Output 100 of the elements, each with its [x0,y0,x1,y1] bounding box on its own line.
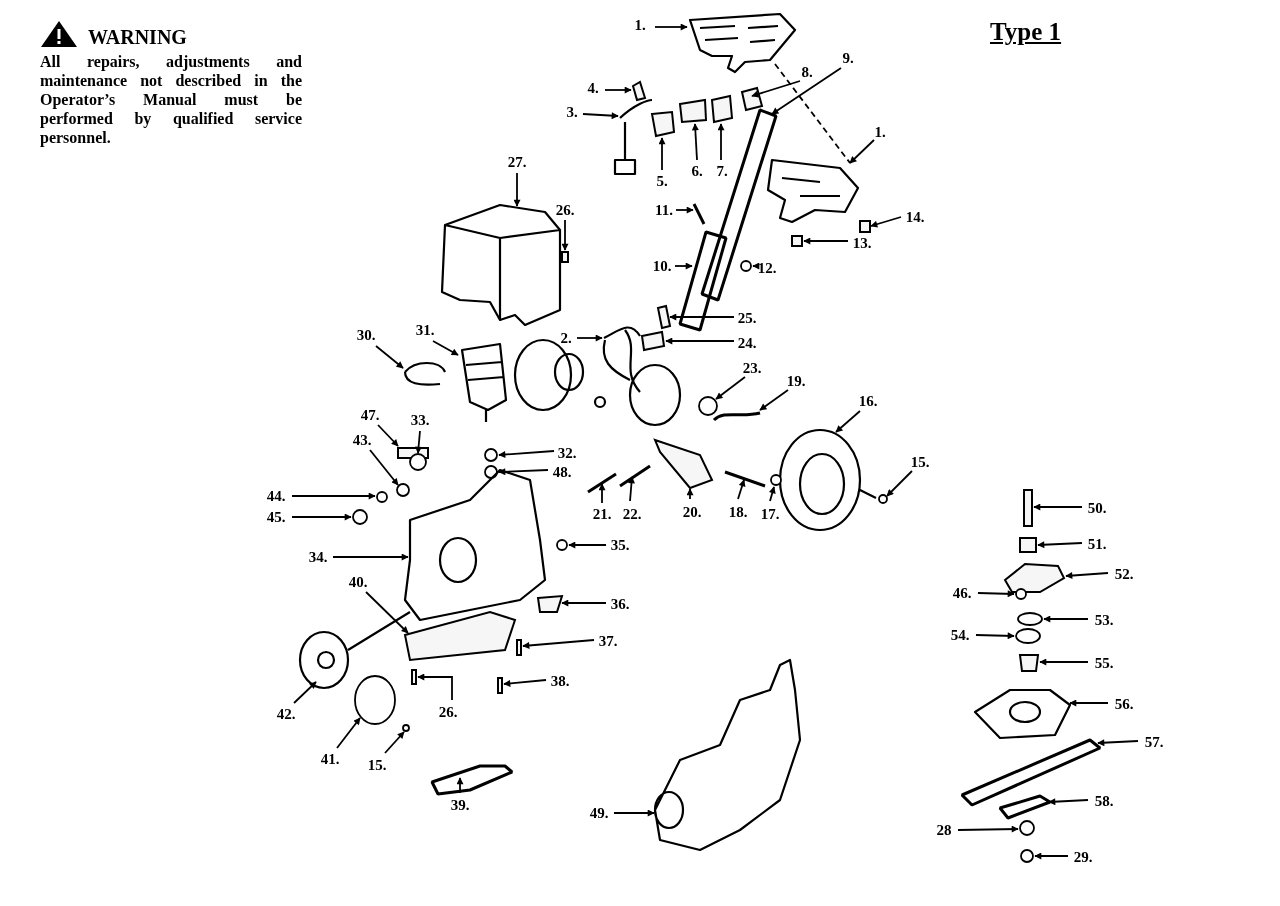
part-outline [1023,489,1033,527]
leader-line [759,389,789,411]
leader-line [613,809,655,817]
callout-number: 28 [936,822,952,838]
round-part-outline [878,494,888,504]
part-outline [411,669,417,685]
leader-line [717,123,725,161]
part-drawing [403,361,447,386]
callout-number: 35. [610,537,630,553]
round-part-outline [396,483,410,497]
callout-number: 1. [634,17,646,33]
callout-number: 22. [622,506,642,522]
leader-line [384,731,405,754]
leader-line [365,591,409,634]
leader-line [1039,658,1089,666]
callout-number: 11. [655,202,673,218]
leader-line [835,410,861,433]
leader-line [568,541,607,549]
callout-number: 5. [656,173,668,189]
callout-number: 26. [438,704,458,720]
part-outline [536,594,564,613]
leader-line [654,23,688,31]
part-outline [650,110,676,138]
leader-line [977,590,1015,598]
leader-line [561,219,569,251]
part-outline [678,98,708,124]
callout-number: 55. [1094,655,1114,671]
leader-line [957,825,1019,833]
callout-number: 12. [757,260,777,276]
leader-line [1034,852,1069,860]
leader-line [369,449,399,486]
callout-number: 2. [560,330,572,346]
part-outline [497,677,503,694]
callout-number: 26. [555,202,575,218]
callout-number: 57. [1144,734,1164,750]
callout-number: 39. [450,797,470,813]
round-part-outline [1020,849,1034,863]
leader-line [849,139,875,164]
leader-line [377,424,399,447]
leader-line [774,63,851,164]
part-outline [791,235,803,247]
callout-number: 3. [566,104,578,120]
leader-line [975,632,1015,640]
leader-line [658,137,666,171]
callout-number: 32. [557,445,577,461]
leader-line [1043,615,1089,623]
callout-number: 36. [610,596,630,612]
leader-line [1037,541,1083,549]
leader-line [582,112,619,120]
bar-part-outline [713,411,761,422]
callout-number: 13. [852,235,872,251]
bar-part-outline [587,472,617,494]
bar-part-outline [692,203,706,225]
leader-line [669,313,735,321]
callout-number: 54. [950,627,970,643]
round-part-outline [402,724,410,732]
callout-number: 7. [716,163,728,179]
bar-part-outline [700,108,778,302]
callout-number: 27. [507,154,527,170]
callout-number: 38. [550,673,570,689]
callout-number: 41. [320,751,340,767]
callout-number: 46. [952,585,972,601]
round-part-outline [376,491,388,503]
callout-number: 15. [910,454,930,470]
part-outline [1003,562,1066,593]
round-part-outline [1017,612,1043,626]
part-drawing [688,12,797,74]
callout-number: 44. [266,488,286,504]
leader-line [498,450,555,459]
leader-line [1033,503,1083,511]
callout-number: 37. [598,633,618,649]
leader-line [561,599,607,607]
leader-line [503,679,547,687]
leader-line [576,334,603,342]
callout-number: 45. [266,509,286,525]
callout-number: 21. [592,506,612,522]
type-label: Type 1 [990,18,1062,46]
part-outline [640,330,666,352]
leader-line [737,479,746,500]
leader-line [604,86,632,94]
leader-line [336,717,361,749]
leader-line [375,345,404,369]
part-drawing [973,688,1072,740]
leader-line [432,340,459,356]
callout-number: 17. [760,506,780,522]
leader-line [1048,798,1089,806]
part-outline [859,220,871,233]
callout-number: 48. [552,464,572,480]
warning-heading: WARNING [88,26,187,49]
round-part-outline [740,260,752,272]
round-part-outline [409,453,427,471]
leader-line [674,262,693,270]
leader-line [291,513,352,521]
leader-line [715,376,746,400]
bar-part-outline [724,470,766,488]
leader-line [417,673,453,701]
part-outline [740,86,764,112]
callout-number: 8. [801,64,813,80]
round-part-outline [354,675,396,725]
part-drawing [778,429,878,531]
